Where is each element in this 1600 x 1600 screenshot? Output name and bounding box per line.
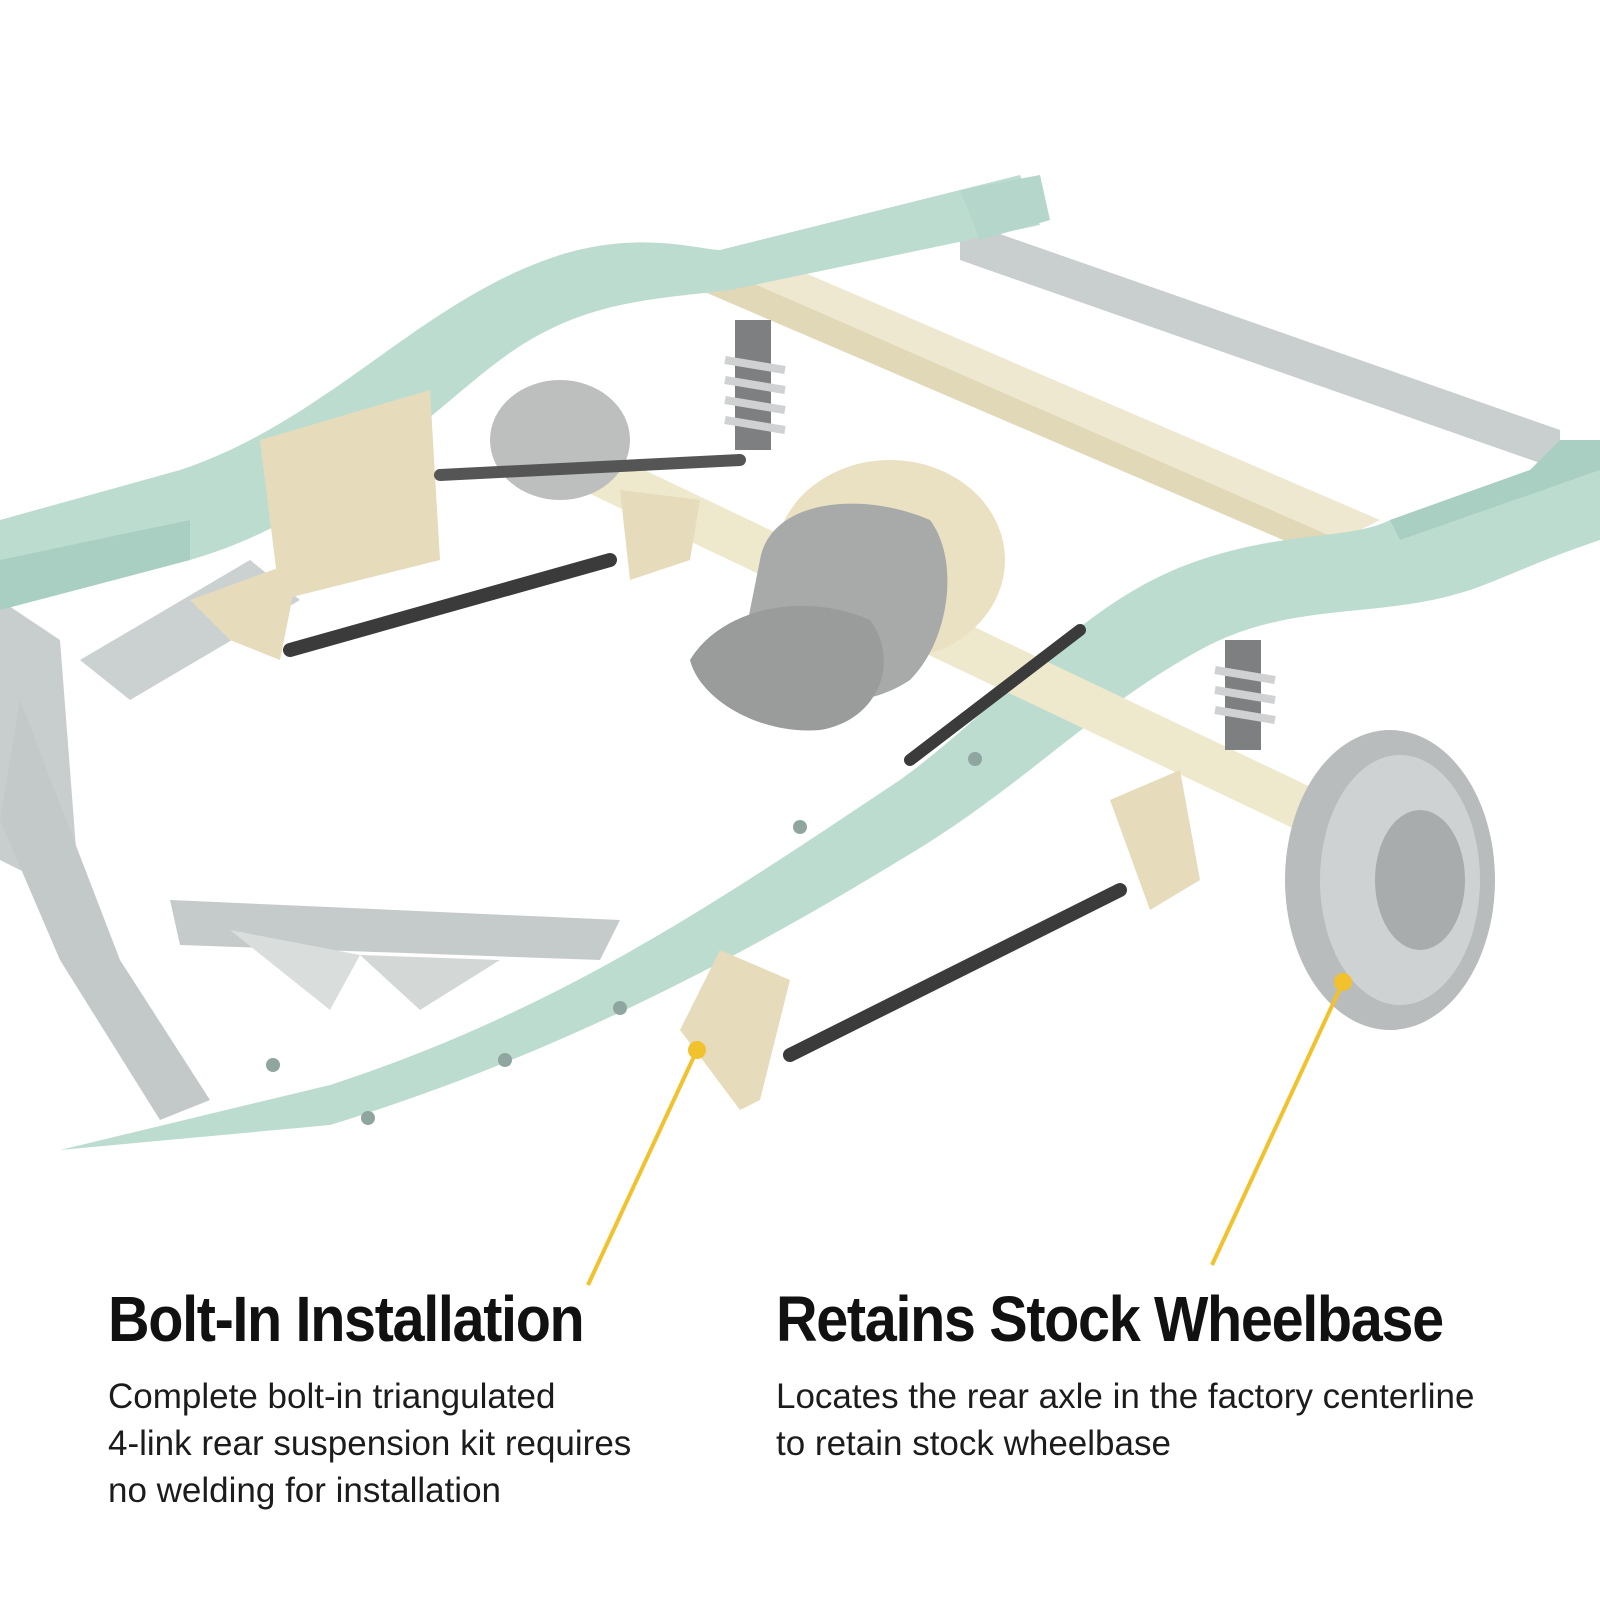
callout-dot xyxy=(1334,973,1352,991)
brackets xyxy=(190,490,1200,1110)
feature-title: Bolt-In Installation xyxy=(108,1283,585,1355)
coilover-icon xyxy=(724,320,1276,750)
callout-line-wheelbase xyxy=(1210,981,1345,1266)
feature-description: Complete bolt-in triangulated 4-link rea… xyxy=(108,1373,708,1514)
frame-rail-far xyxy=(0,175,1050,610)
description-line: Locates the rear axle in the factory cen… xyxy=(776,1377,1475,1416)
feature-description: Locates the rear axle in the factory cen… xyxy=(776,1373,1576,1467)
description-line: 4-link rear suspension kit requires xyxy=(108,1424,632,1463)
link-bars xyxy=(283,454,1127,1062)
callout-dot xyxy=(688,1041,706,1059)
callout-line-bolt-in xyxy=(586,1049,699,1286)
feature-bolt-in-installation: Bolt-In Installation Complete bolt-in tr… xyxy=(108,1287,708,1514)
description-line: to retain stock wheelbase xyxy=(776,1424,1171,1463)
description-line: no welding for installation xyxy=(108,1471,502,1510)
callouts xyxy=(586,973,1352,1286)
feature-title: Retains Stock Wheelbase xyxy=(776,1283,1444,1355)
feature-retains-stock-wheelbase: Retains Stock Wheelbase Locates the rear… xyxy=(776,1287,1576,1467)
brake-rotor-icon xyxy=(1285,730,1495,1030)
gray-front-frame xyxy=(0,220,1560,1120)
description-line: Complete bolt-in triangulated xyxy=(108,1377,556,1416)
frame-rail-near xyxy=(60,440,1600,1150)
rear-crossmember xyxy=(700,245,1380,560)
